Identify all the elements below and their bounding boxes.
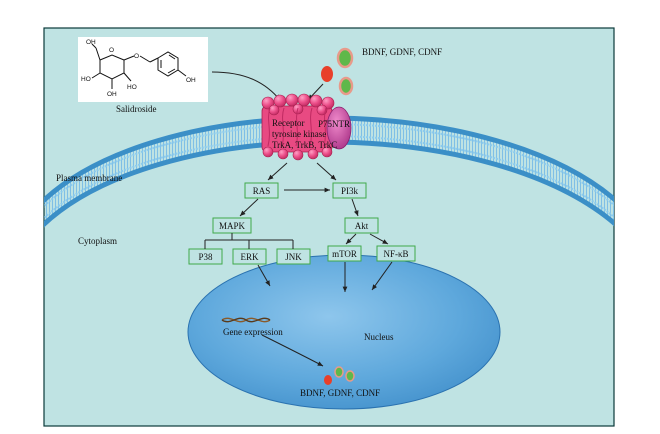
node-pi3k: PI3k xyxy=(341,186,359,196)
plasma-membrane-label: Plasma membrane xyxy=(56,173,122,183)
node-nfkb: NF-κB xyxy=(383,249,408,259)
node-mtor-box xyxy=(327,245,362,262)
gene-expression-label: Gene expression xyxy=(223,327,283,337)
nucleus-label: Nucleus xyxy=(364,332,394,342)
salidroside-structure: OH HO OH HO OH O O xyxy=(78,37,208,102)
ligands-top-label: BDNF, GDNF, CDNF xyxy=(362,47,442,57)
arrow-ras-mapk xyxy=(239,198,259,217)
atom-oh3: OH xyxy=(107,91,117,98)
node-mapk: MAPK xyxy=(219,221,246,231)
receptor-label-3: TrkA, TrkB, TrkC xyxy=(272,140,337,150)
arrow-nfkb-nucleus xyxy=(371,261,393,291)
arrow-akt-nfkb xyxy=(369,233,389,245)
node-jnk: JNK xyxy=(285,252,302,262)
ligand-green-top xyxy=(336,47,354,69)
node-akt: Akt xyxy=(355,221,369,231)
atom-oh1: OH xyxy=(86,39,96,46)
arrow-receptor-ras xyxy=(267,162,288,181)
arrow-receptor-pi3k xyxy=(316,162,337,181)
ligand-green-bottom xyxy=(334,366,344,378)
receptor-label-1: Receptor xyxy=(272,118,304,128)
node-akt-box xyxy=(344,217,379,234)
p75ntr-label: P75NTR xyxy=(318,119,350,129)
ligand-pink-bottom xyxy=(345,370,355,382)
atom-oh2: HO xyxy=(81,76,91,83)
atom-o-glyc: O xyxy=(134,53,139,60)
node-pi3k-box xyxy=(332,182,367,199)
node-mtor: mTOR xyxy=(332,249,357,259)
ligand-pink-top xyxy=(338,76,354,96)
arrow-akt-mtor xyxy=(345,233,357,245)
arrow-erk-nucleus xyxy=(257,264,271,287)
ligand-red-top xyxy=(321,66,333,82)
ligand-red-bottom xyxy=(324,375,332,385)
receptor-label-2: tyrosine kinase xyxy=(272,129,326,139)
arrow-pi3k-akt xyxy=(351,198,359,217)
receptor-cluster xyxy=(261,93,335,161)
atom-oh5: OH xyxy=(186,77,196,84)
node-nfkb-box xyxy=(376,245,416,262)
mapk-branch xyxy=(204,233,294,249)
node-p38: P38 xyxy=(198,252,213,262)
atom-oh4: HO xyxy=(127,84,137,91)
node-ras-box xyxy=(244,182,279,199)
salidroside-label: Salidroside xyxy=(116,104,157,114)
atom-o-ring: O xyxy=(109,47,114,54)
dna-helix-icon xyxy=(221,317,271,323)
p75ntr-receptor xyxy=(326,106,352,150)
arrow-ligands-receptor xyxy=(307,83,324,101)
node-ras: RAS xyxy=(253,186,271,196)
ligands-bottom-label: BDNF, GDNF, CDNF xyxy=(300,388,380,398)
arrow-salidroside-receptor xyxy=(211,71,281,101)
arrow-gene-ligands xyxy=(261,334,324,367)
node-erk: ERK xyxy=(241,252,260,262)
cytoplasm-label: Cytoplasm xyxy=(78,236,117,246)
